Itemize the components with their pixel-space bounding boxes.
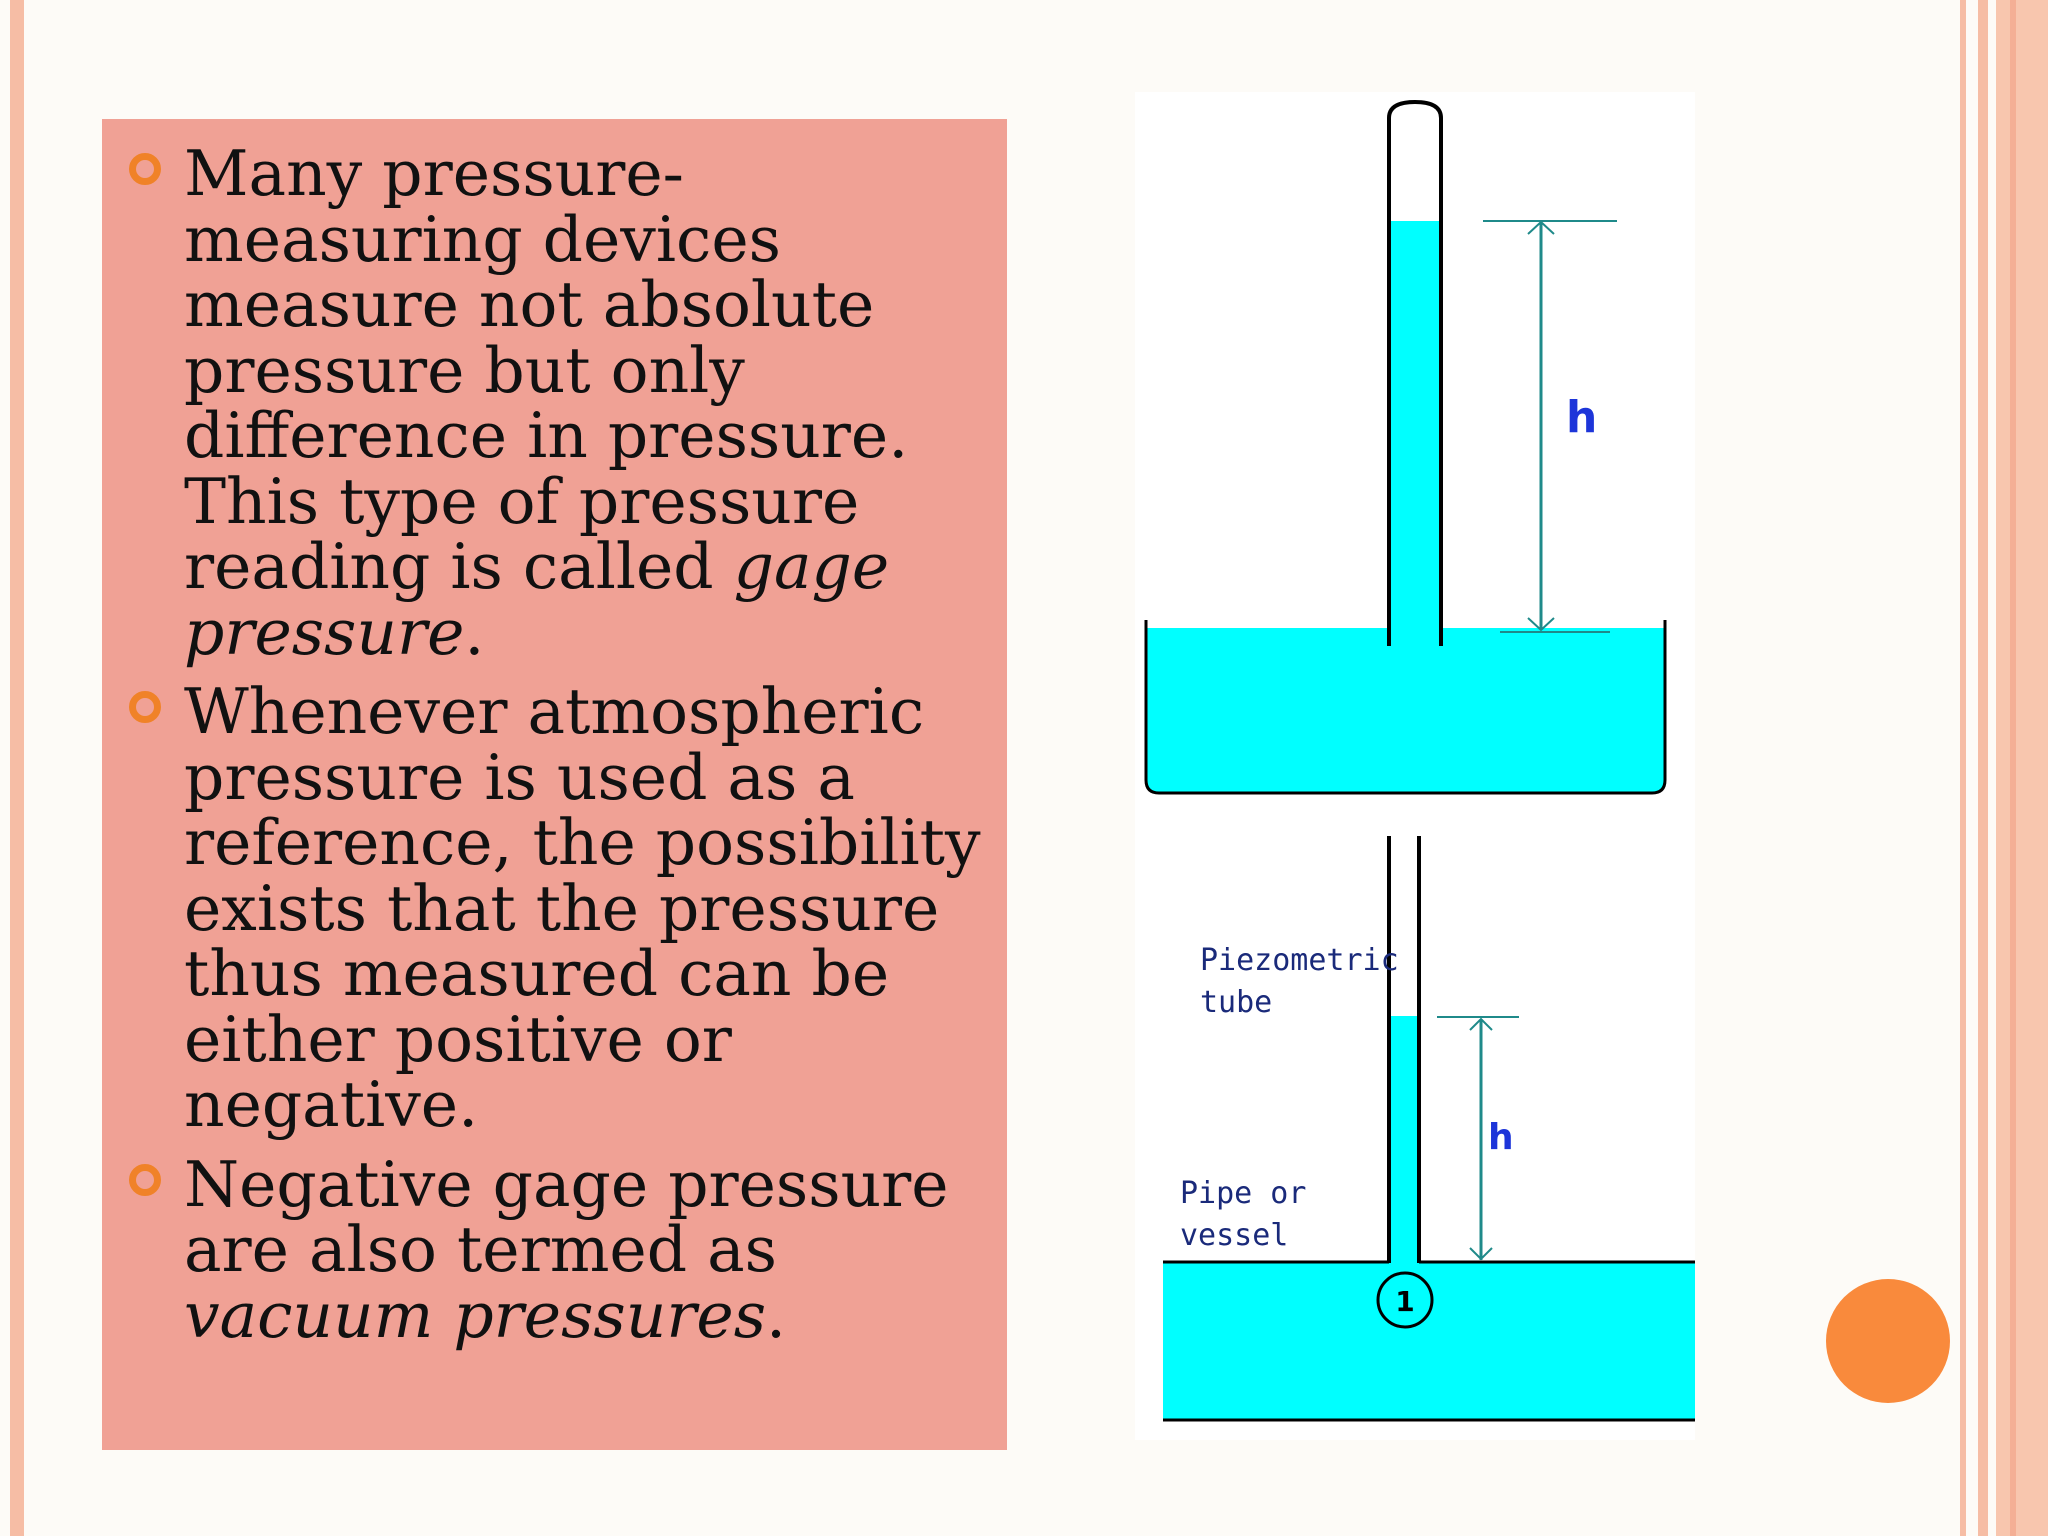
accent-circle (1826, 1279, 1950, 1403)
bullet-icon (129, 691, 161, 723)
piezometer-water-column (1390, 1016, 1419, 1264)
text-box: Many pressure-measuring devices measure … (102, 119, 1007, 1450)
bullet-text-end: . (766, 1278, 787, 1352)
piezometric-label-line: tube (1200, 985, 1273, 1020)
tube-water-column (1390, 221, 1440, 645)
frame-right-stripe (2010, 0, 2016, 1536)
reservoir-outline (1144, 620, 1667, 795)
bottom-height-label: h (1488, 1117, 1514, 1158)
bullet-item: Many pressure-measuring devices measure … (129, 141, 987, 665)
pipe-vessel-label: Pipe or vessel (1180, 1173, 1306, 1257)
bullet-icon (129, 1163, 161, 1196)
frame-right-stripe (1960, 0, 1966, 1536)
glass-tube-outline (1387, 99, 1443, 646)
pipe-label-line: vessel (1180, 1218, 1289, 1253)
bullet-text-end: . (464, 595, 485, 669)
piezometric-tube-label: Piezometric tube (1200, 940, 1399, 1024)
reservoir-water (1147, 628, 1664, 792)
bullet-text: Negative gage pressure are also termed a… (184, 1147, 949, 1286)
arrow-head-up-icon (1469, 1017, 1493, 1031)
frame-left-stripe (10, 0, 24, 1536)
arrow-head-down-icon (1527, 617, 1555, 632)
frame-right-stripe (1978, 0, 1988, 1536)
bullet-list: Many pressure-measuring devices measure … (102, 119, 1007, 1348)
bullet-icon (129, 153, 161, 185)
bullet-text: Many pressure-measuring devices measure … (184, 137, 909, 603)
piezometric-label-line: Piezometric (1200, 943, 1399, 978)
bullet-italic-term: gage pressure (184, 530, 890, 669)
point-label: 1 (1395, 1285, 1414, 1318)
bullet-italic-term: vacuum pressures (184, 1278, 767, 1352)
top-height-label: h (1566, 392, 1598, 443)
arrow-head-up-icon (1527, 220, 1555, 235)
bullet-item: Negative gage pressure are also termed a… (129, 1151, 987, 1352)
pipe-label-line: Pipe or (1180, 1176, 1307, 1211)
bullet-item: Whenever atmospheric pressure is used as… (129, 679, 987, 1138)
arrow-head-down-icon (1469, 1247, 1493, 1261)
point-marker-circle (1376, 1271, 1434, 1329)
frame-right-stripe (1996, 0, 2048, 1536)
bullet-text: Whenever atmospheric pressure is used as… (184, 675, 981, 1141)
